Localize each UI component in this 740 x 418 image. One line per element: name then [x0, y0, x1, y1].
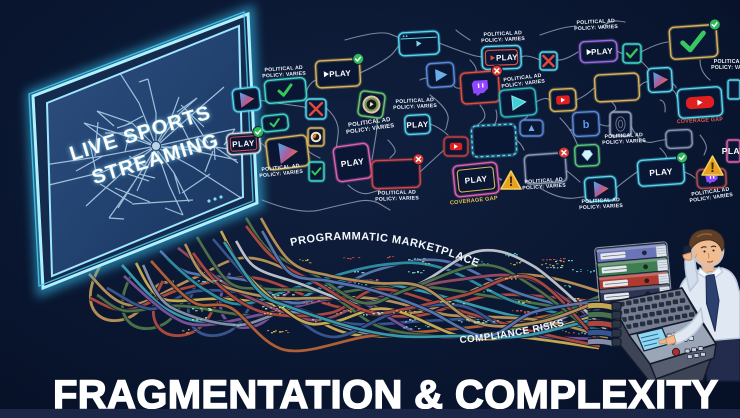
- svg-text:POLITICAL AD: POLITICAL AD: [395, 97, 434, 105]
- svg-text:POLITICAL AD: POLITICAL AD: [524, 177, 563, 186]
- svg-text:!: !: [509, 174, 514, 189]
- svg-text:POLITICAL AD: POLITICAL AD: [576, 18, 615, 26]
- svg-text:POLITICAL AD: POLITICAL AD: [714, 59, 740, 65]
- svg-text:POLICY: VARIES: POLICY: VARIES: [579, 203, 623, 211]
- svg-text:POLICY: VARIES: POLICY: VARIES: [481, 36, 525, 44]
- svg-text:PLAY: PLAY: [406, 120, 429, 130]
- svg-text:!: !: [710, 160, 715, 176]
- svg-text:POLITICAL AD: POLITICAL AD: [691, 187, 730, 198]
- svg-text:COVERAGE GAP: COVERAGE GAP: [677, 117, 724, 125]
- svg-text:POLICY: VARIES: POLICY: VARIES: [501, 78, 546, 89]
- svg-text:POLICY: VARIES: POLICY: VARIES: [574, 24, 618, 32]
- svg-text:POLICY: VARIES: POLICY: VARIES: [711, 65, 740, 71]
- svg-text:POLITICAL AD: POLITICAL AD: [348, 117, 391, 129]
- svg-text:POLITICAL AD: POLITICAL AD: [581, 197, 620, 205]
- svg-text:PLAY: PLAY: [722, 146, 740, 156]
- svg-text:PLAY: PLAY: [232, 139, 255, 150]
- svg-text:POLICY: VARIES: POLICY: VARIES: [393, 103, 437, 111]
- svg-text:PLAY: PLAY: [464, 174, 488, 185]
- svg-text:PLAY: PLAY: [496, 53, 518, 63]
- svg-text:COVERAGE GAP: COVERAGE GAP: [450, 196, 499, 207]
- svg-text:POLICY: VARIES: POLICY: VARIES: [602, 138, 646, 146]
- svg-text:POLITICAL AD: POLITICAL AD: [378, 189, 417, 196]
- svg-text:PLAY: PLAY: [329, 69, 352, 79]
- svg-text:POLICY: VARIES: POLICY: VARIES: [375, 195, 419, 203]
- svg-text:PLAY: PLAY: [340, 156, 365, 169]
- svg-text:POLICY: VARIES: POLICY: VARIES: [259, 169, 304, 180]
- svg-text:POLITICAL AD: POLITICAL AD: [604, 132, 643, 140]
- svg-text:POLITICAL AD: POLITICAL AD: [483, 30, 522, 38]
- svg-text:PLAY: PLAY: [649, 166, 673, 178]
- svg-text:POLICY: VARIES: POLICY: VARIES: [262, 71, 306, 80]
- svg-text:POLITICAL AD: POLITICAL AD: [261, 163, 300, 173]
- svg-text:POLICY: VARIES: POLICY: VARIES: [522, 183, 566, 192]
- svg-text:b: b: [582, 119, 590, 131]
- svg-text:PLAY: PLAY: [591, 47, 614, 57]
- svg-text:POLITICAL AD: POLITICAL AD: [503, 73, 542, 84]
- svg-text:POLITICAL AD: POLITICAL AD: [264, 65, 303, 74]
